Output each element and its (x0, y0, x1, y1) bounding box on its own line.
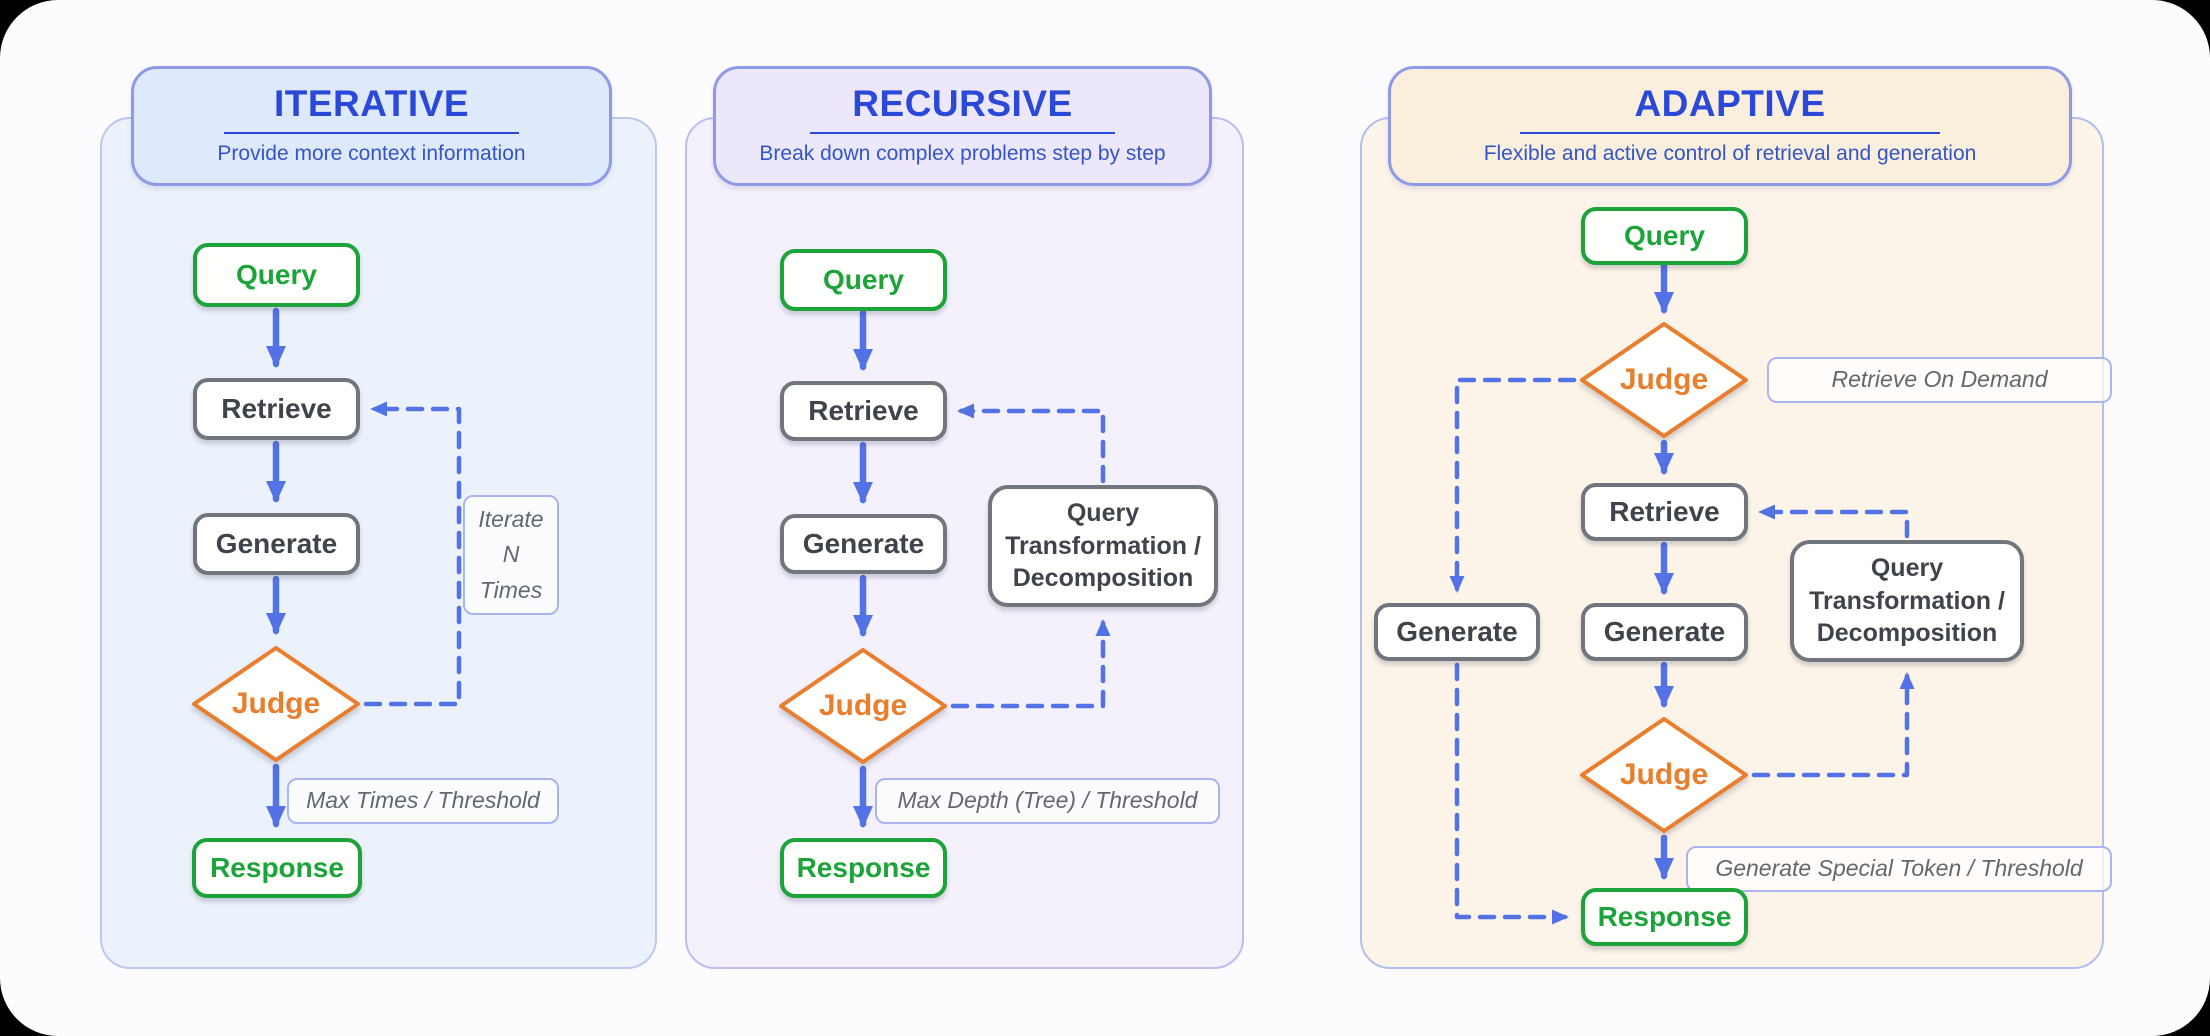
dashed-rec-transform-to-retrieve (957, 403, 1106, 484)
adaptive-query-label: Query (1624, 220, 1705, 251)
recursive-query-node: Query (780, 249, 947, 311)
recursive-response-label: Response (796, 852, 931, 883)
iterative-exit-note: Max Times / Threshold (287, 778, 559, 824)
qt-line: Decomposition (1816, 619, 1998, 648)
title-underline (224, 132, 519, 134)
loop-note-line: Iterate (478, 505, 544, 532)
iterative-judge-label: Judge (231, 687, 321, 720)
adaptive-query-transformation-node: Query Transformation / Decomposition (1790, 540, 2024, 662)
adaptive-judge-bottom-label: Judge (1619, 758, 1709, 791)
adaptive-generate-left-node: Generate (1374, 603, 1540, 661)
adaptive-judge-top-label: Judge (1619, 363, 1709, 396)
qt-line: Decomposition (1012, 564, 1194, 593)
subtitle-iterative: Provide more context information (217, 142, 526, 165)
recursive-response-node: Response (780, 838, 947, 898)
adaptive-exit-note: Generate Special Token / Threshold (1686, 846, 2112, 892)
exit-note-label: Generate Special Token / Threshold (1715, 855, 2083, 882)
title-recursive: RECURSIVE (852, 83, 1073, 124)
recursive-judge-label: Judge (818, 689, 908, 722)
header-recursive: RECURSIVE Break down complex problems st… (713, 66, 1212, 186)
subtitle-recursive: Break down complex problems step by step (759, 142, 1166, 165)
header-iterative: ITERATIVE Provide more context informati… (131, 66, 612, 186)
dashed-ada-judge-to-left-generate (1449, 377, 1577, 593)
dashed-ada-judge-to-transform (1751, 672, 1915, 778)
adaptive-response-node: Response (1581, 888, 1748, 946)
dashed-ada-left-generate-to-response (1454, 662, 1569, 925)
exit-note-label: Max Depth (Tree) / Threshold (897, 787, 1198, 814)
title-adaptive: ADAPTIVE (1634, 83, 1826, 124)
diamond-shape (192, 646, 360, 762)
qt-line: Transformation / (1809, 586, 2005, 615)
dashed-rec-judge-to-transform (950, 619, 1111, 709)
qt-line: Query (1870, 554, 1944, 583)
iterative-query-node: Query (193, 243, 360, 307)
retrieve-on-demand-label: Retrieve On Demand (1831, 366, 2048, 393)
iterative-judge-node: Judge (190, 645, 362, 763)
adaptive-generate-left-label: Generate (1396, 616, 1518, 647)
title-underline (1519, 132, 1941, 134)
recursive-retrieve-label: Retrieve (808, 395, 919, 426)
adaptive-judge-bottom-node: Judge (1578, 716, 1750, 834)
recursive-judge-node: Judge (777, 647, 949, 765)
adaptive-retrieve-label: Retrieve (1609, 496, 1720, 527)
panel-iterative (100, 117, 657, 969)
diamond-shape (779, 648, 947, 764)
header-adaptive: ADAPTIVE Flexible and active control of … (1388, 66, 2072, 186)
diamond-shape (1580, 717, 1748, 833)
subtitle-adaptive: Flexible and active control of retrieval… (1483, 142, 1977, 165)
iterative-generate-node: Generate (193, 513, 360, 575)
title-iterative: ITERATIVE (274, 83, 469, 124)
dashed-iter-judge-retrieve-loop (363, 401, 462, 707)
qt-line: Query (1066, 499, 1140, 528)
recursive-generate-node: Generate (780, 514, 947, 574)
iterative-response-node: Response (192, 838, 362, 898)
iterative-retrieve-node: Retrieve (193, 378, 360, 440)
recursive-generate-label: Generate (802, 528, 925, 559)
adaptive-response-label: Response (1597, 901, 1732, 932)
adaptive-generate-label: Generate (1603, 616, 1726, 647)
recursive-exit-note: Max Depth (Tree) / Threshold (875, 778, 1220, 824)
iterative-generate-label: Generate (215, 528, 338, 559)
recursive-query-label: Query (823, 264, 904, 295)
adaptive-judge-top-node: Judge (1578, 321, 1750, 439)
adaptive-generate-node: Generate (1581, 603, 1748, 661)
dashed-ada-transform-to-retrieve (1758, 504, 1910, 539)
qt-line: Transformation / (1005, 531, 1201, 560)
adaptive-query-node: Query (1581, 207, 1748, 265)
recursive-query-transformation-node: Query Transformation / Decomposition (988, 485, 1218, 607)
title-underline (809, 132, 1116, 134)
recursive-retrieve-node: Retrieve (780, 381, 947, 441)
recursive-query-transformation-label: Query Transformation / Decomposition (1005, 497, 1201, 595)
adaptive-query-transformation-label: Query Transformation / Decomposition (1809, 552, 2005, 650)
adaptive-retrieve-node: Retrieve (1581, 483, 1748, 541)
loop-note-line: Times (479, 576, 543, 603)
iterative-retrieve-label: Retrieve (221, 393, 332, 424)
loop-note-line: N (502, 541, 520, 568)
exit-note-label: Max Times / Threshold (306, 787, 540, 814)
adaptive-retrieve-on-demand-note: Retrieve On Demand (1767, 357, 2112, 403)
iterative-loop-note: Iterate N Times (463, 495, 559, 615)
diamond-shape (1580, 322, 1748, 438)
iterative-response-label: Response (210, 852, 344, 883)
iterative-query-label: Query (236, 259, 317, 290)
